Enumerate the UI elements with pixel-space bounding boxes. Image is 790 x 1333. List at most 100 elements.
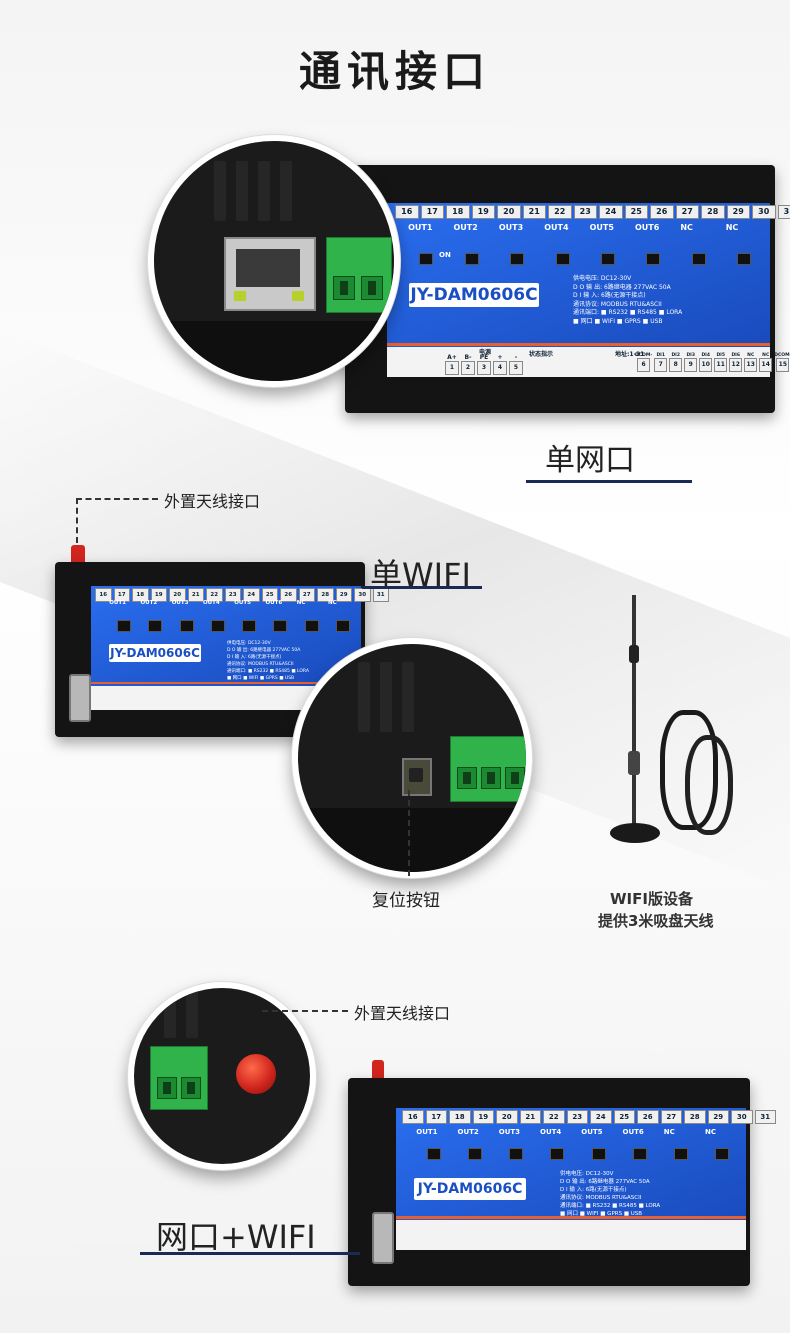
terminal-top: 29 <box>335 588 352 602</box>
bottom-terminal: DCOM-6 <box>635 353 652 372</box>
spec-line: 通讯协议: MODBUS RTU&ASCII <box>227 662 294 667</box>
reset-button-label: 复位按钮 <box>372 891 440 911</box>
output-label: NC <box>296 600 306 606</box>
bottom-terminal-label: - <box>514 354 518 361</box>
bottom-terminal-number: 10 <box>699 358 713 372</box>
wifi-note-line2: 提供3米吸盘天线 <box>598 912 714 930</box>
output-label: OUT3 <box>171 600 189 606</box>
bottom-terminal-number: 14 <box>759 358 773 372</box>
bottom-terminal: A+1 <box>445 354 459 375</box>
output-label: NC <box>705 1128 716 1136</box>
bottom-terminal-label: DI2 <box>671 353 680 358</box>
bottom-terminal-label: DI4 <box>701 353 710 358</box>
output-label: OUT2 <box>453 223 478 232</box>
bottom-terminal-number: 3 <box>477 361 491 375</box>
terminal-top: 16 <box>402 1110 424 1124</box>
relay-indicator-icon <box>179 620 194 632</box>
relay-indicator-icon <box>467 1148 482 1160</box>
bottom-terminal-number: 2 <box>461 361 475 375</box>
panel-accent-line <box>91 682 361 684</box>
relay-indicator-icon <box>148 620 163 632</box>
bottom-terminal-number: 6 <box>637 358 651 372</box>
status-label: 状态指示 <box>529 351 554 358</box>
antenna-leader-horizontal <box>76 498 158 500</box>
terminal-top: 24 <box>599 205 623 219</box>
output-label: NC <box>725 223 739 232</box>
db9-serial-port <box>69 674 91 722</box>
spec-line: 通讯端口: ■ RS232 ■ RS485 ■ LORA <box>573 309 683 316</box>
terminal-top: 31 <box>777 205 790 219</box>
terminal-top: 30 <box>354 588 371 602</box>
terminal-top: 18 <box>446 205 470 219</box>
output-label: OUT1 <box>109 600 126 606</box>
page-title: 通讯接口 <box>298 47 491 96</box>
bottom-terminal-number: 5 <box>509 361 523 375</box>
output-label: OUT3 <box>498 1128 521 1136</box>
bottom-terminal-label: PE <box>479 354 489 361</box>
address-label: 地址:1-31 <box>615 351 645 358</box>
section-label-lan-wifi: 网口+WIFI <box>156 1218 316 1256</box>
relay-indicator-icon <box>600 253 615 265</box>
terminal-top: 19 <box>471 205 495 219</box>
bottom-terminal-label: DI5 <box>716 353 725 358</box>
terminal-top: 23 <box>573 205 597 219</box>
terminal-top: 21 <box>187 588 204 602</box>
wifi-note-line1: WIFI版设备 <box>610 890 693 908</box>
spec-line: D O 输 出: 6路继电器 277VAC 50A <box>227 648 301 653</box>
terminal-top: 30 <box>731 1110 753 1124</box>
bottom-terminal-label: DI1 <box>656 353 665 358</box>
model-label: JY-DAM0606C <box>409 283 539 307</box>
output-label: NC <box>680 223 693 232</box>
terminal-top: 17 <box>420 205 444 219</box>
relay-indicator-icon <box>691 253 706 265</box>
output-label: OUT1 <box>416 1128 438 1136</box>
terminal-top: 20 <box>496 1110 518 1124</box>
relay-indicator-icon <box>117 620 132 632</box>
output-label: OUT6 <box>634 223 660 232</box>
output-label: OUT4 <box>203 600 220 606</box>
terminal-top: 23 <box>566 1110 588 1124</box>
reset-leader <box>408 790 410 876</box>
antenna-port-label: 外置天线接口 <box>164 492 261 511</box>
relay-indicator-icon <box>715 1148 730 1160</box>
green-terminal-block <box>450 736 526 802</box>
db9-serial-port <box>372 1212 394 1264</box>
relay-indicator-icon <box>426 1148 441 1160</box>
terminal-top: 28 <box>701 205 725 219</box>
terminal-top: 25 <box>613 1110 635 1124</box>
antenna-connector-icon <box>71 545 85 563</box>
spec-line: 供电电压: DC12-30V <box>573 275 632 282</box>
bottom-terminal: -5 <box>509 354 523 375</box>
terminal-top: 28 <box>317 588 334 602</box>
panel-accent-line <box>396 1216 746 1219</box>
terminal-top: 26 <box>650 205 674 219</box>
antenna-port-label: 外置天线接口 <box>354 1004 451 1023</box>
output-label: OUT4 <box>540 1128 562 1136</box>
relay-indicator-icon <box>509 1148 524 1160</box>
relay-indicator-icon <box>550 1148 565 1160</box>
output-label: OUT5 <box>589 223 614 232</box>
bottom-terminal-number: 4 <box>493 361 507 375</box>
spec-line: 通讯端口: ■ RS232 ■ RS485 ■ LORA <box>560 1203 661 1209</box>
green-terminal-block <box>326 237 392 313</box>
terminal-top: 25 <box>261 588 278 602</box>
output-label: OUT6 <box>622 1128 644 1136</box>
spec-line: D I 输 入: 6路(无源干接点) <box>560 1187 627 1193</box>
antenna-leader-horizontal <box>262 1010 348 1012</box>
bottom-terminal-label: NC <box>762 353 770 358</box>
relay-indicator-icon <box>335 620 350 632</box>
terminal-top: 26 <box>280 588 297 602</box>
antenna-leader-vertical <box>76 498 78 543</box>
